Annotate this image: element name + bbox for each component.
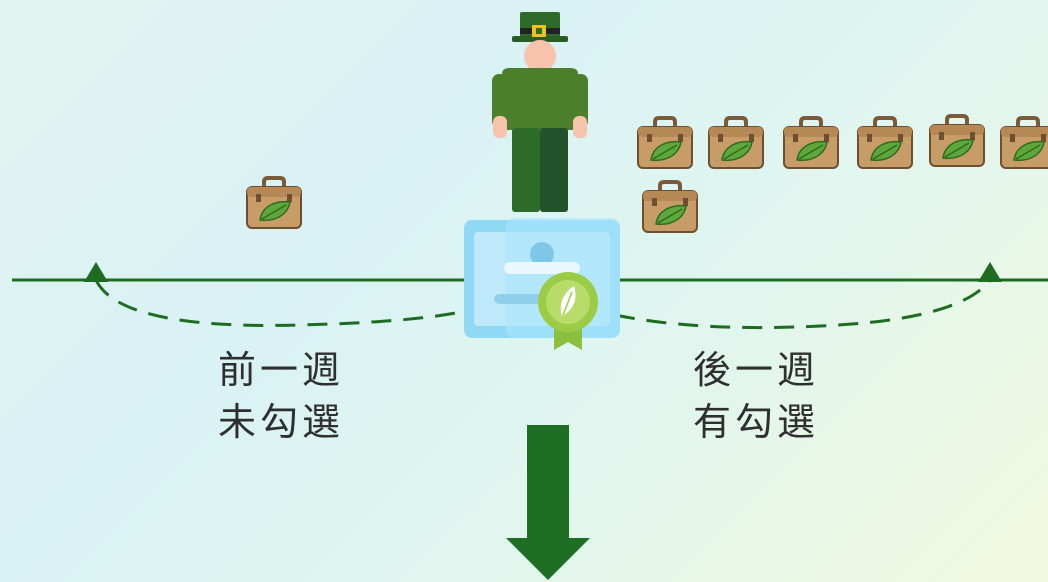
right-dashed-arc (614, 279, 992, 330)
right-tick-marker (978, 262, 1002, 282)
down-arrow-icon (506, 425, 590, 580)
briefcase-leaf-icon (637, 116, 693, 170)
right-label-line2: 有勾選 (692, 400, 819, 444)
briefcase-leaf-icon (642, 180, 698, 234)
briefcase-leaf-icon (857, 116, 913, 170)
left-tick-marker (84, 262, 108, 282)
certificate-icon (464, 218, 620, 350)
leprechaun-person-icon (492, 12, 588, 212)
left-label-line2: 未勾選 (217, 400, 344, 444)
right-label-line1: 後一週 (692, 348, 819, 392)
briefcase-leaf-icon (1000, 116, 1048, 170)
briefcase-leaf-icon (783, 116, 839, 170)
left-dashed-arc (94, 279, 471, 327)
briefcase-leaf-icon (929, 114, 985, 168)
right-label: 後一週 有勾選 (676, 344, 836, 448)
briefcase-leaf-icon (246, 176, 302, 230)
briefcase-leaf-icon (708, 116, 764, 170)
left-label-line1: 前一週 (217, 348, 344, 392)
left-label: 前一週 未勾選 (201, 344, 361, 448)
